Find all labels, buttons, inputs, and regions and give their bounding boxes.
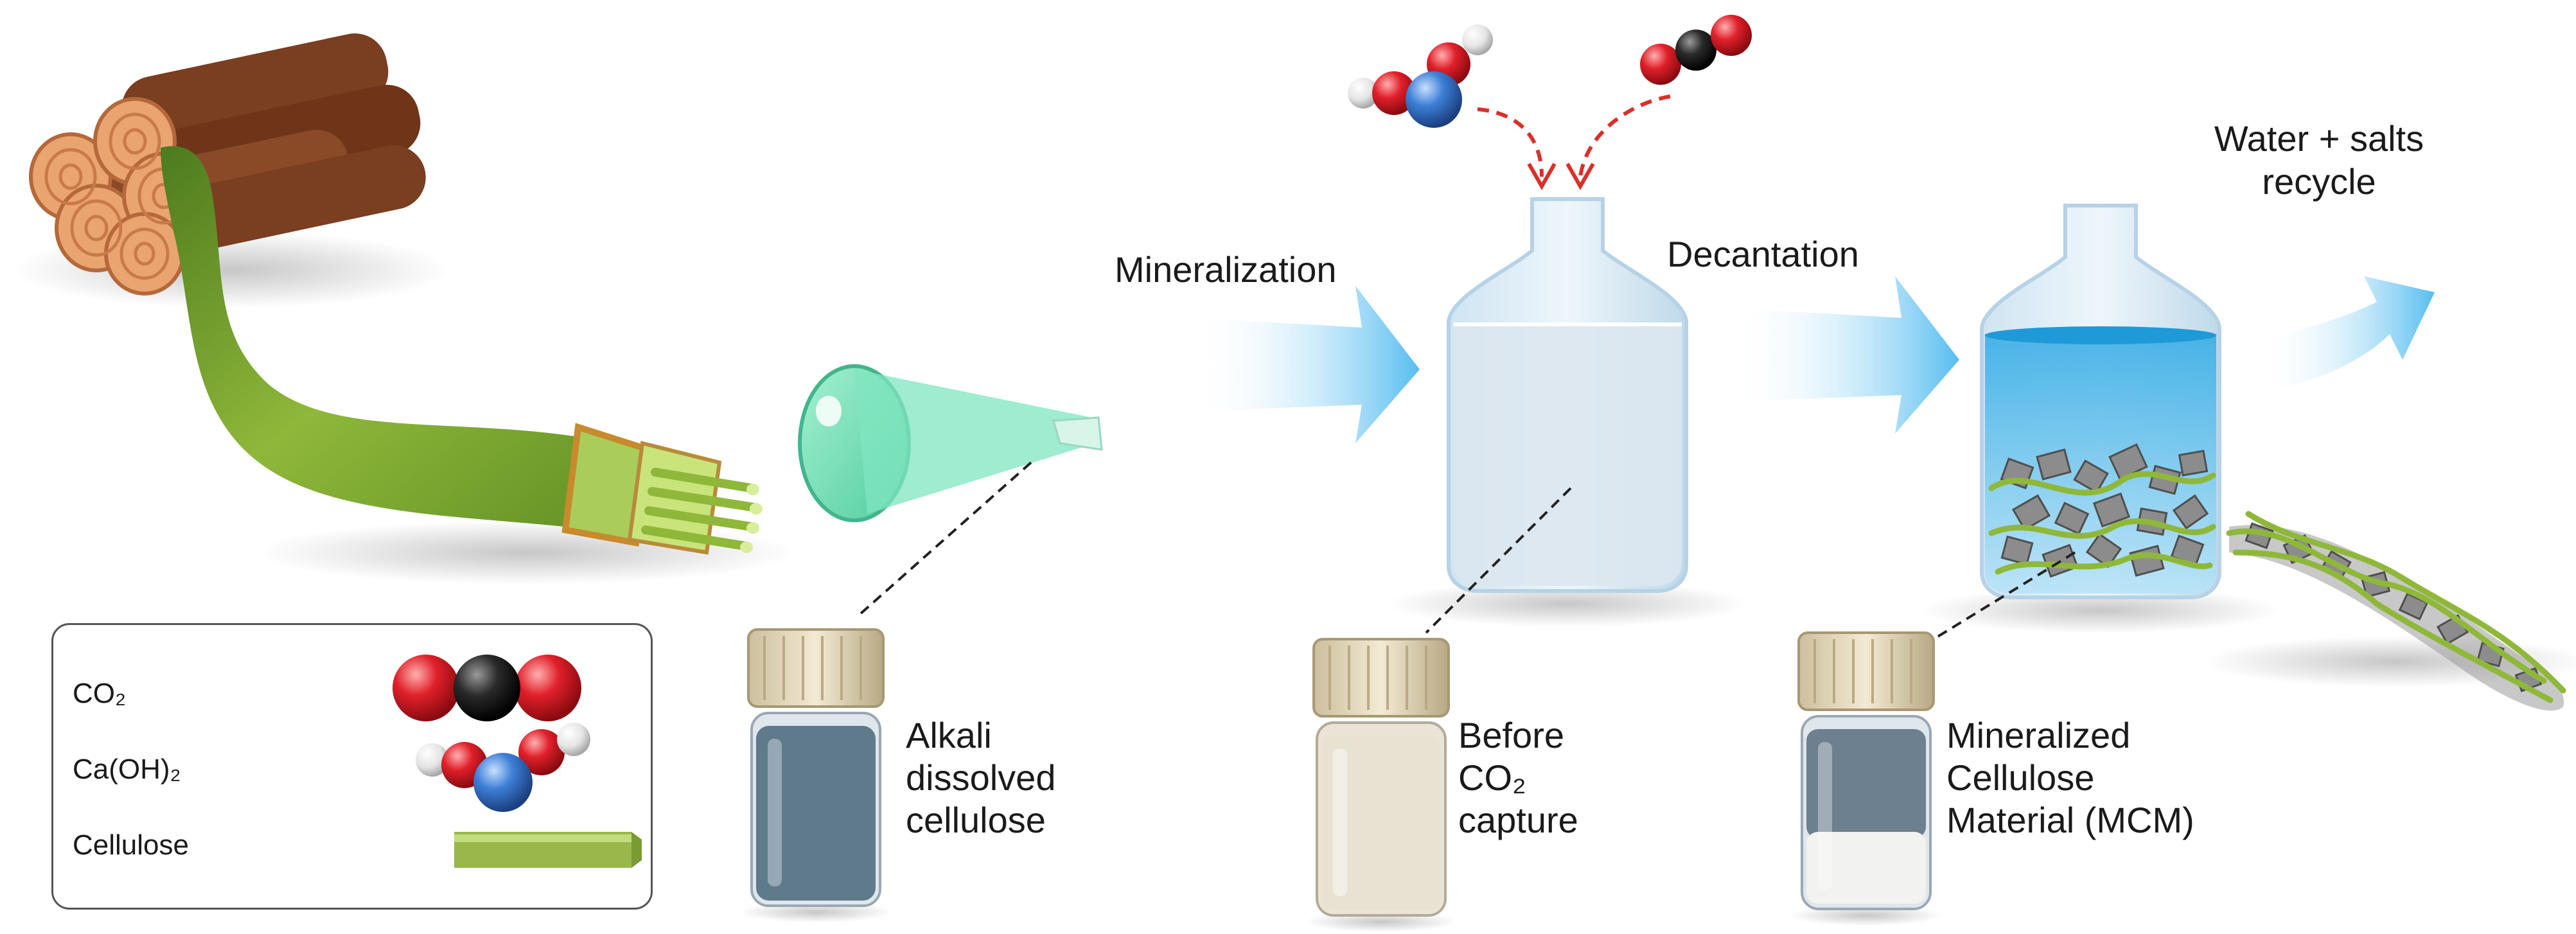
vial-label-line: cellulose — [906, 800, 1046, 841]
incoming-co2-molecule-icon — [1640, 15, 1752, 85]
step-label-decantation: Decantation — [1667, 234, 1859, 274]
cellulose-fiber-icon — [454, 832, 642, 868]
legend-label-cellulose: Cellulose — [73, 829, 189, 861]
decantation-bottle-icon — [1921, 204, 2280, 633]
vial-label-line: dissolved — [906, 757, 1056, 798]
recycle-label-line1: Water + salts — [2214, 118, 2424, 159]
vial-label-line: CO₂ — [1458, 757, 1526, 798]
vial-label-line: capture — [1458, 800, 1578, 841]
vial-label-line: Before — [1458, 715, 1564, 755]
vial-label-line: Mineralized — [1946, 715, 2131, 755]
co2-input-dashed-arrows-icon — [1477, 94, 1671, 191]
vial-mineralized-cellulose-material — [1789, 631, 1943, 926]
legend-icons — [393, 655, 642, 868]
funnel-icon — [798, 364, 1103, 522]
flow-arrow-mineralization-icon — [1195, 286, 1420, 443]
legend: CO₂ Ca(OH)₂ Cellulose — [51, 623, 653, 910]
mineralized-cellulose-strand-icon — [2203, 511, 2576, 711]
legend-label-calcium-hydroxide: Ca(OH)₂ — [73, 753, 181, 785]
step-label-mineralization: Mineralization — [1115, 249, 1337, 290]
vial-alkali-dissolved-cellulose — [739, 628, 893, 922]
recycle-label-line2: recycle — [2262, 161, 2376, 202]
flow-arrow-decantation-icon — [1734, 276, 1959, 434]
vial-pointer-line — [1932, 551, 2076, 640]
vial-label-line: Material (MCM) — [1946, 800, 2194, 841]
vial-label-alkali-dissolved-cellulose: Alkali dissolved cellulose — [906, 714, 1055, 841]
vial-liquid — [756, 726, 876, 901]
vial-label-before-co2-capture: Before CO₂ capture — [1458, 714, 1578, 841]
vial-pointer-line — [1425, 487, 1572, 634]
step-label-recycle: Water + salts recycle — [2203, 117, 2435, 203]
co2-molecule-icon — [393, 655, 581, 721]
reactor-bottle-icon — [1388, 197, 1747, 627]
vial-label-line: Cellulose — [1946, 757, 2095, 798]
wood-logs-icon — [13, 33, 450, 308]
calcium-hydroxide-molecule-icon — [416, 723, 590, 812]
vial-label-mineralized-cellulose-material: Mineralized Cellulose Material (MCM) — [1946, 714, 2194, 841]
incoming-calcium-hydroxide-molecule-icon — [1348, 24, 1493, 128]
plant-fiber-icon — [161, 146, 797, 585]
legend-label-co2: CO₂ — [73, 678, 127, 709]
recycle-arrow-icon — [2261, 276, 2435, 392]
vial-liquid — [1806, 729, 1926, 838]
vial-label-line: Alkali — [906, 715, 992, 755]
vial-liquid — [1321, 736, 1441, 910]
vial-before-co2-capture — [1304, 638, 1458, 932]
vial-pointer-line — [860, 461, 1032, 615]
